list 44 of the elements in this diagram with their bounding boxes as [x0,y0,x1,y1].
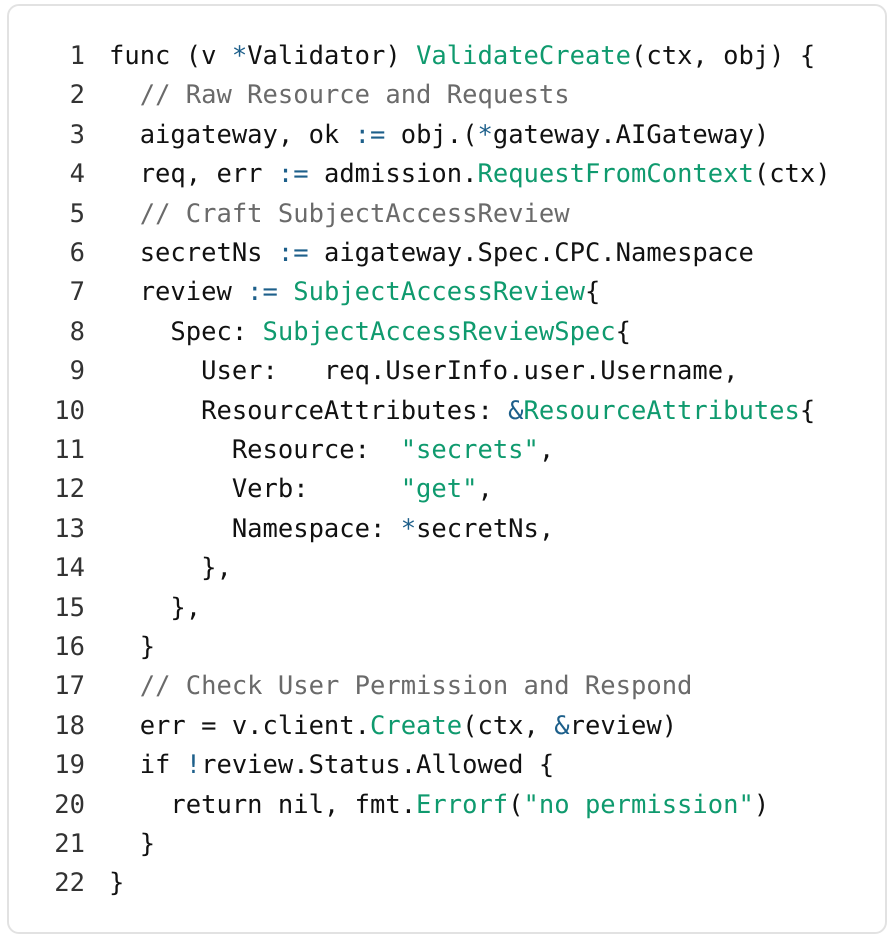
line-number: 2 [70,79,85,112]
code-line: Verb: "get", [230,473,493,506]
line-number: 5 [70,198,85,231]
line-number: 6 [70,237,85,270]
line-number: 22 [54,867,85,900]
line-number: 11 [54,434,85,467]
line-number: 20 [54,788,85,822]
line-number: 3 [70,118,85,152]
code-line: Namespace: *secretNs, [230,512,554,546]
code-line: } [138,631,156,664]
line-number: 18 [54,710,85,743]
code-line: review := SubjectAccessReview{ [138,276,600,310]
line-number: 7 [70,276,85,310]
line-number: 4 [70,158,85,192]
code-line: }, [200,552,232,586]
code-line: aigateway, ok := obj.(*gateway.AIGateway) [138,118,770,152]
code-line: Spec: SubjectAccessReviewSpec{ [169,316,631,349]
code-line: ResourceAttributes: &ResourceAttributes{ [200,394,816,428]
code-line: Resource: "secrets", [230,434,554,467]
code-line: } [109,867,124,900]
line-number: 13 [54,512,85,546]
code-line: if !review.Status.Allowed { [138,749,554,782]
code-line: err = v.client.Create(ctx, &review) [138,710,678,743]
line-number: 9 [70,355,85,388]
line-number: 16 [54,631,85,664]
code-line: return nil, fmt.Errorf("no permission") [169,788,770,822]
code-line: User: req.UserInfo.user.Username, [200,355,738,388]
line-number: 14 [54,552,85,586]
code-line: func (v *Validator) ValidateCreate(ctx, obj) { [109,40,816,73]
line-number: 19 [54,749,85,782]
line-number: 8 [70,316,85,349]
code-line: secretNs := aigateway.Spec.CPC.Namespace [138,237,754,270]
line-number: 12 [54,473,85,506]
line-number: 10 [54,394,85,428]
line-number: 1 [70,40,85,73]
code-line: // Craft SubjectAccessReview [138,198,570,231]
code-line: req, err := admission.RequestFromContext(ctx) [138,158,831,192]
code-line: // Raw Resource and Requests [138,79,570,112]
line-number: 21 [54,828,85,861]
line-number: 15 [54,592,85,625]
code-line: // Check User Permission and Respond [138,670,692,704]
code-line: }, [169,592,202,625]
line-number: 17 [54,670,85,704]
code-line: } [138,828,156,861]
